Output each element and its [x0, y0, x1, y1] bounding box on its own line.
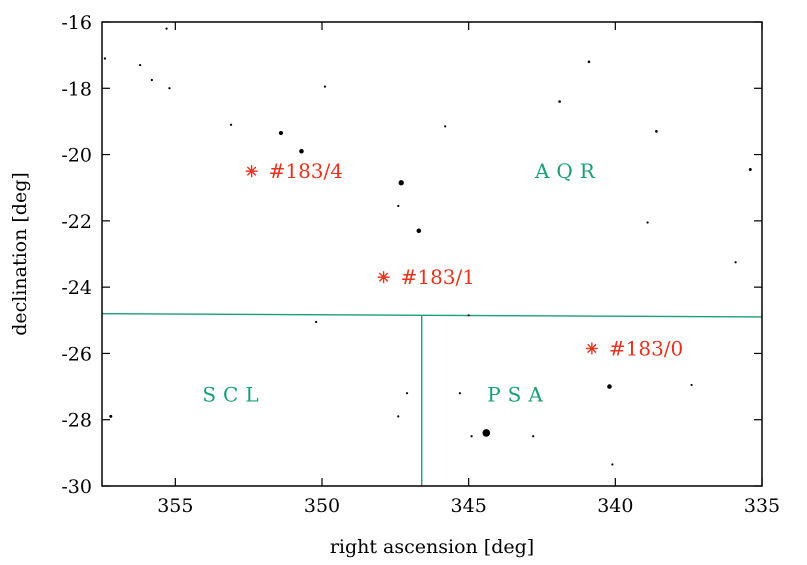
star-point	[165, 27, 168, 30]
x-tick-label: 335	[744, 495, 780, 517]
star-point	[467, 314, 470, 317]
star-points	[103, 27, 752, 466]
star-point	[646, 221, 649, 224]
y-axis-label: declination [deg]	[9, 172, 31, 336]
constellation-label: SCL	[202, 382, 265, 406]
y-tick-label: -20	[61, 145, 92, 167]
star-point	[690, 383, 693, 387]
x-tick-label: 350	[304, 495, 340, 517]
star-point	[397, 204, 400, 208]
y-tick-label: -22	[61, 211, 92, 233]
x-tick-label: 340	[597, 495, 633, 517]
y-tick-label: -28	[61, 410, 92, 432]
constellation-labels: AQR SCL PSA	[202, 159, 602, 407]
y-tick-label: -18	[61, 78, 92, 100]
star-point	[748, 167, 752, 172]
radiant-marker-label: #183/0	[609, 336, 683, 360]
y-tick-label: -16	[61, 12, 92, 34]
x-axis-label: right ascension [deg]	[330, 536, 534, 558]
star-point	[405, 392, 409, 395]
star-point	[587, 60, 591, 64]
star-point	[139, 63, 142, 67]
radiant-markers: #183/4 #183/1 #183/0	[245, 159, 683, 360]
star-point	[323, 85, 327, 88]
radiant-asterisk-icon	[377, 271, 390, 284]
star-point	[532, 435, 535, 438]
star-point	[168, 87, 171, 90]
star-point	[229, 123, 233, 126]
star-point	[734, 261, 737, 264]
plot-frame	[101, 21, 763, 487]
x-tick-label: 345	[451, 495, 487, 517]
star-point	[278, 130, 284, 136]
radiant-marker-label: #183/1	[401, 265, 475, 289]
constellation-label: AQR	[534, 159, 602, 183]
star-point	[655, 130, 658, 133]
radiant-asterisk-icon	[585, 342, 598, 355]
constellation-label: PSA	[487, 382, 550, 406]
star-point	[444, 125, 447, 128]
star-point	[397, 415, 400, 418]
star-point	[416, 228, 422, 234]
y-tick-label: -26	[61, 343, 92, 365]
radiant-marker-label: #183/4	[269, 159, 343, 183]
y-tick-label: -24	[61, 277, 92, 299]
star-point	[558, 100, 561, 103]
radiant-asterisk-icon	[245, 165, 258, 178]
constellation-boundary-line	[101, 312, 763, 318]
constellation-boundaries	[101, 312, 763, 486]
x-axis-ticks: 355 350 345 340 335	[157, 22, 780, 517]
star-point	[109, 414, 113, 418]
x-tick-label: 355	[157, 495, 193, 517]
star-point	[470, 435, 473, 438]
star-point	[458, 392, 461, 395]
star-point	[299, 148, 304, 154]
star-point	[398, 180, 404, 186]
y-tick-label: -30	[61, 476, 92, 498]
star-point	[482, 429, 491, 437]
star-point	[103, 57, 107, 60]
star-point	[611, 463, 614, 466]
star-point	[150, 78, 154, 82]
star-point	[607, 384, 612, 389]
y-axis-ticks: -16 -18 -20 -22 -24 -26 -28 -30	[61, 12, 762, 498]
star-point	[315, 320, 318, 324]
